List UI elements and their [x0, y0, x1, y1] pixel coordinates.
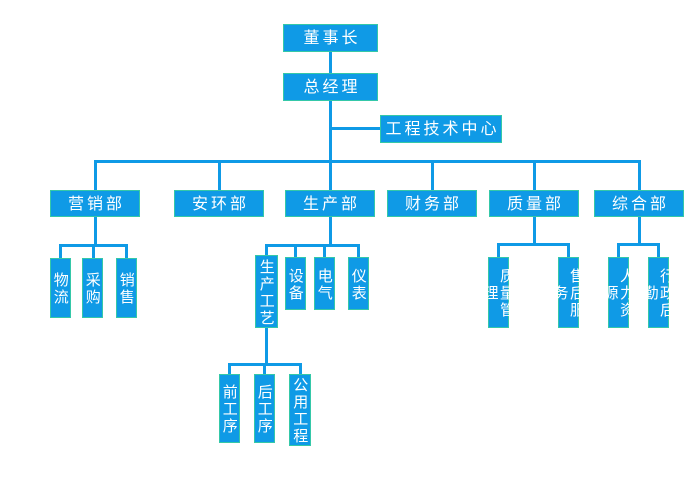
org-node-human-resources: 人力资源 — [602, 257, 636, 328]
org-node-back-process: 后工序 — [254, 374, 275, 443]
connector-drop-finance — [430, 160, 434, 190]
connector-drop-safety — [217, 160, 221, 190]
connector-production-hline — [265, 244, 360, 247]
connector-production-trunk — [328, 216, 332, 244]
connector-marketing-trunk — [93, 216, 97, 244]
connector-drop-logistics — [59, 244, 62, 258]
connector-process-trunk — [265, 327, 268, 363]
org-node-production-process: 生产工艺 — [255, 255, 278, 328]
org-node-general-manager: 总经理 — [283, 73, 378, 101]
org-node-purchasing: 采购 — [82, 258, 103, 318]
connector-drop-general — [637, 160, 641, 190]
connector-drop-hr — [617, 243, 620, 257]
org-node-sales: 销售 — [116, 258, 137, 318]
connector-chairman-gm — [328, 51, 332, 74]
org-node-utilities: 公用工程 — [289, 374, 311, 446]
connector-drop-front — [228, 363, 231, 374]
org-node-chairman: 董事长 — [283, 24, 378, 52]
org-node-finance: 财务部 — [387, 190, 477, 217]
org-node-admin-logistics: 行政后勤 — [642, 257, 676, 328]
connector-drop-electrical — [323, 244, 326, 257]
connector-drop-utilities — [298, 363, 302, 374]
connector-drop-admin — [657, 243, 660, 257]
connector-gm-trunk — [328, 100, 332, 162]
org-node-quality: 质量部 — [489, 190, 579, 217]
connector-drop-marketing — [93, 160, 97, 190]
org-node-equipment: 设备 — [285, 257, 306, 310]
connector-drop-purchasing — [91, 244, 95, 258]
connector-general-trunk — [637, 216, 641, 243]
connector-drop-prod-process — [265, 244, 268, 255]
org-node-electrical: 电气 — [314, 257, 335, 310]
org-node-safety-env: 安环部 — [174, 190, 264, 217]
connector-eng-stub — [330, 127, 382, 130]
org-node-engineering-center: 工程技术中心 — [380, 115, 502, 143]
connector-drop-quality-mgmt — [497, 243, 500, 257]
connector-drop-production — [328, 160, 332, 190]
connector-drop-quality — [532, 160, 536, 190]
connector-drop-sales — [125, 244, 128, 258]
org-node-logistics: 物流 — [50, 258, 71, 318]
org-node-general-affairs: 综合部 — [594, 190, 684, 217]
connector-main-hline — [93, 160, 641, 163]
org-node-marketing: 营销部 — [50, 190, 140, 217]
org-node-quality-management: 质量管理 — [482, 257, 516, 328]
org-node-production: 生产部 — [285, 190, 375, 217]
connector-drop-after-sales — [567, 243, 570, 257]
connector-drop-equipment — [294, 244, 297, 257]
connector-drop-back — [263, 363, 266, 374]
connector-quality-hline — [497, 243, 570, 246]
connector-drop-instrument — [357, 244, 360, 257]
connector-general-hline — [617, 243, 660, 246]
org-node-after-sales: 售后服务 — [552, 257, 586, 328]
org-node-front-process: 前工序 — [219, 374, 240, 443]
connector-quality-trunk — [532, 216, 536, 243]
org-node-instrument: 仪表 — [348, 257, 369, 310]
